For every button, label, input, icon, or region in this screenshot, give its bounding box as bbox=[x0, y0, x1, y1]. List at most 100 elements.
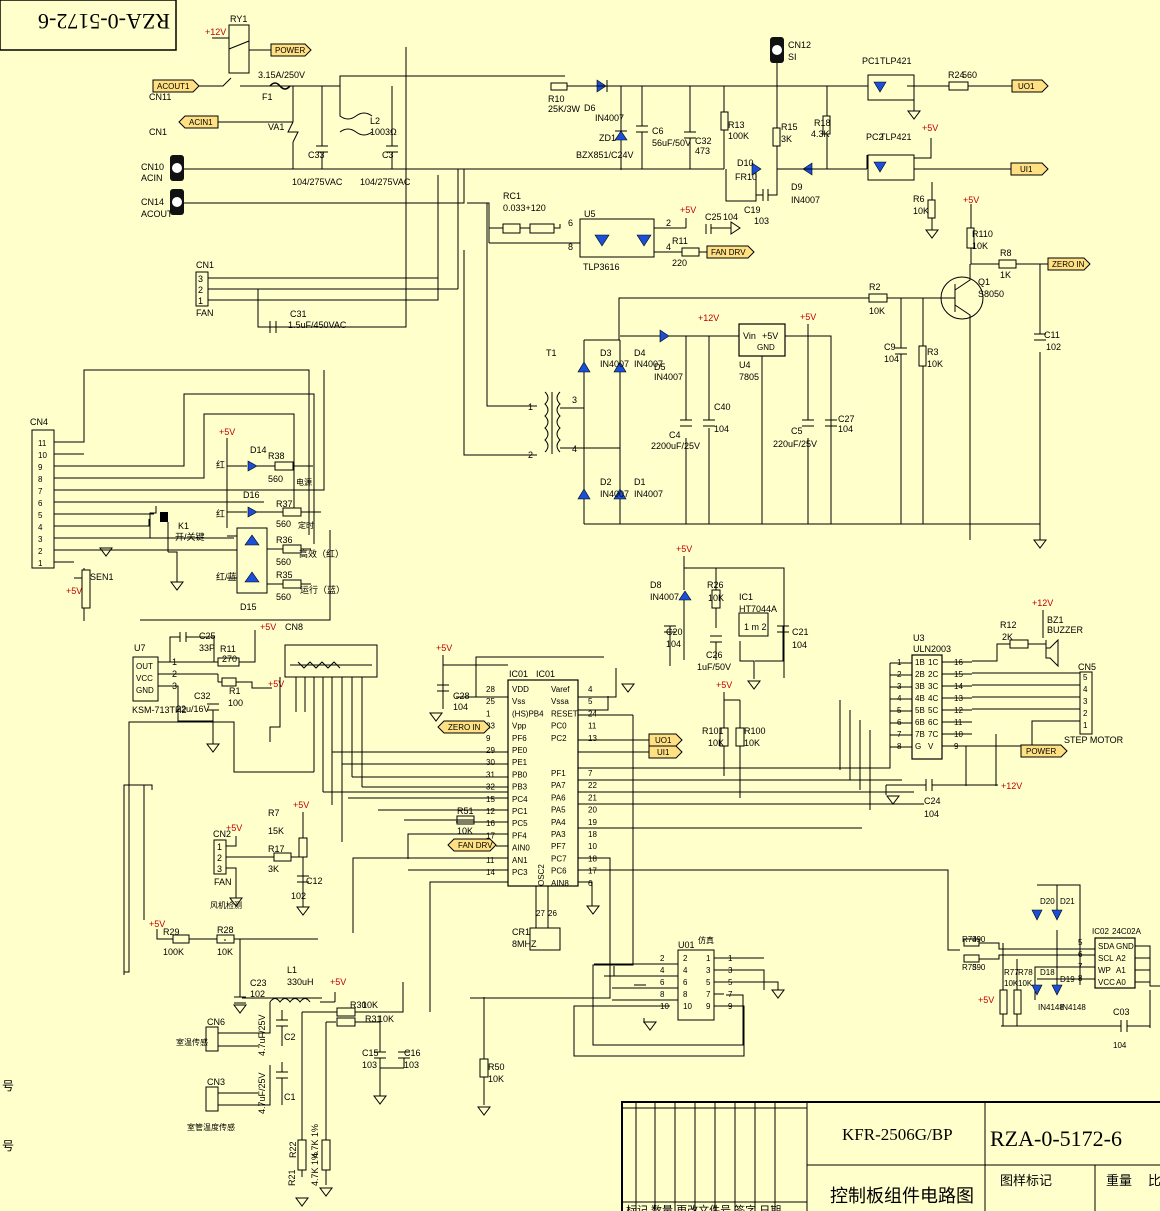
svg-text:C21: C21 bbox=[792, 627, 809, 637]
svg-text:3: 3 bbox=[217, 864, 222, 874]
svg-text:R1: R1 bbox=[229, 686, 241, 696]
uln-in-name: 5B bbox=[915, 706, 925, 715]
svg-text:104: 104 bbox=[792, 640, 807, 650]
svg-text:Q1: Q1 bbox=[978, 277, 990, 287]
cn4-pin: 5 bbox=[38, 511, 43, 520]
svg-text:L1: L1 bbox=[287, 965, 297, 975]
svg-text:3K: 3K bbox=[268, 864, 279, 874]
u01-pin-inner: 9 bbox=[706, 1002, 711, 1011]
svg-text:R12: R12 bbox=[1000, 620, 1017, 630]
svg-text:C9: C9 bbox=[884, 342, 896, 352]
cn5-pin: 5 bbox=[1083, 673, 1088, 682]
svg-text:100K: 100K bbox=[728, 131, 749, 141]
svg-text:POWER: POWER bbox=[1026, 747, 1056, 756]
cn4-pin: 3 bbox=[38, 535, 43, 544]
svg-text:R21: R21 bbox=[287, 1169, 297, 1186]
mcu-pin-number: 12 bbox=[486, 807, 495, 816]
mcu-pin-number: 16 bbox=[486, 819, 495, 828]
mcu-pin-number: 1 bbox=[486, 709, 491, 718]
svg-text:4: 4 bbox=[666, 242, 671, 252]
doc-number-box bbox=[0, 0, 177, 51]
svg-text:R3: R3 bbox=[927, 347, 939, 357]
svg-text:1003Ω: 1003Ω bbox=[370, 127, 397, 137]
svg-text:CN1: CN1 bbox=[196, 260, 214, 270]
svg-text:定时: 定时 bbox=[298, 520, 314, 530]
svg-text:R51: R51 bbox=[457, 806, 474, 816]
svg-text:VA1: VA1 bbox=[268, 122, 284, 132]
svg-text:C32: C32 bbox=[695, 136, 712, 146]
uln-out-name: 1C bbox=[928, 658, 938, 667]
svg-text:FAN: FAN bbox=[196, 308, 214, 318]
svg-text:ZD1: ZD1 bbox=[599, 133, 616, 143]
svg-text:KFR-2506G/BP: KFR-2506G/BP bbox=[842, 1125, 953, 1144]
svg-text:102: 102 bbox=[1046, 342, 1061, 352]
svg-text:FAN: FAN bbox=[214, 877, 232, 887]
eeprom-pin-name: A2 bbox=[1116, 954, 1126, 963]
mcu-pin-number: 31 bbox=[486, 770, 495, 779]
uln-out-name: 2C bbox=[928, 670, 938, 679]
svg-text:D6: D6 bbox=[584, 103, 596, 113]
svg-text:红: 红 bbox=[216, 459, 225, 470]
svg-text:CN12: CN12 bbox=[788, 40, 811, 50]
svg-text:1uF/50V: 1uF/50V bbox=[697, 662, 731, 672]
svg-text:标记 数量 更改文件号 签字 日期: 标记 数量 更改文件号 签字 日期 bbox=[626, 1203, 781, 1211]
sensor-inputs: +5V CN2 1 2 3 FAN 风机检测 +5V R7 15K R17 3K… bbox=[149, 800, 421, 1207]
svg-text:8MHZ: 8MHZ bbox=[512, 939, 537, 949]
svg-text:2K: 2K bbox=[1002, 632, 1013, 642]
svg-text:开/关键: 开/关键 bbox=[175, 531, 205, 542]
eeprom-pin-name: SCL bbox=[1098, 954, 1114, 963]
svg-text:33P: 33P bbox=[199, 643, 215, 653]
svg-text:UI1: UI1 bbox=[1020, 165, 1033, 174]
mcu-pin-number: 28 bbox=[486, 685, 495, 694]
svg-text:FAN DRV: FAN DRV bbox=[711, 248, 746, 257]
svg-text:KSM-713TH2: KSM-713TH2 bbox=[132, 705, 187, 715]
margin-label-a: 号 bbox=[2, 1079, 14, 1093]
mcu-pin-name: PE0 bbox=[512, 746, 528, 755]
svg-text:560: 560 bbox=[276, 519, 291, 529]
mcu-pin-number: 14 bbox=[486, 868, 495, 877]
svg-text:CN14: CN14 bbox=[141, 197, 164, 207]
svg-text:R29: R29 bbox=[163, 927, 180, 937]
svg-text:56uF/50V: 56uF/50V bbox=[652, 138, 691, 148]
mcu-pin-name: PF6 bbox=[512, 734, 527, 743]
svg-text:103: 103 bbox=[754, 216, 769, 226]
svg-text:10K: 10K bbox=[869, 306, 885, 316]
svg-text:R50: R50 bbox=[488, 1062, 505, 1072]
svg-text:+5V: +5V bbox=[268, 679, 284, 689]
uln-in-name: 6B bbox=[915, 718, 925, 727]
svg-text:D21: D21 bbox=[1060, 897, 1075, 906]
cn4-pin: 4 bbox=[38, 523, 43, 532]
svg-text:C26: C26 bbox=[706, 650, 723, 660]
mcu-pin-number: 11 bbox=[588, 722, 597, 731]
uln-in-name: 1B bbox=[915, 658, 925, 667]
svg-text:4.7uF/25V: 4.7uF/25V bbox=[257, 1072, 267, 1114]
svg-text:3: 3 bbox=[572, 395, 577, 405]
svg-text:IN4007: IN4007 bbox=[634, 489, 663, 499]
cn4-pin: 1 bbox=[38, 559, 43, 568]
mcu-pin-name: PB3 bbox=[512, 783, 528, 792]
svg-text:IN4007: IN4007 bbox=[634, 359, 663, 369]
u01-pin: 8 bbox=[660, 990, 665, 999]
svg-text:TLP3616: TLP3616 bbox=[583, 262, 620, 272]
svg-text:IN4007: IN4007 bbox=[600, 489, 629, 499]
svg-text:ACOUT1: ACOUT1 bbox=[157, 82, 190, 91]
svg-text:R35: R35 bbox=[276, 570, 293, 580]
svg-text:220uF/25V: 220uF/25V bbox=[773, 439, 817, 449]
mcu-pin-number: 17 bbox=[588, 867, 597, 876]
u01-pin-inner: 5 bbox=[706, 978, 711, 987]
svg-text:IC1: IC1 bbox=[739, 592, 753, 602]
svg-text:RZA-0-5172-6: RZA-0-5172-6 bbox=[990, 1126, 1122, 1151]
mcu-pin-number: 9 bbox=[486, 734, 491, 743]
svg-text:红: 红 bbox=[216, 508, 225, 519]
svg-text:U4: U4 bbox=[739, 360, 751, 370]
mcu-pin-name: PC5 bbox=[512, 819, 528, 828]
svg-text:运行（蓝）: 运行（蓝） bbox=[300, 584, 345, 595]
u01-pin-inner: 8 bbox=[683, 990, 688, 999]
svg-text:+5V: +5V bbox=[676, 544, 692, 554]
eeprom-pin-name: WP bbox=[1098, 966, 1111, 975]
svg-text:D19: D19 bbox=[1060, 975, 1075, 984]
svg-text:C15: C15 bbox=[362, 1048, 379, 1058]
mcu-pin-name: PC7 bbox=[551, 854, 567, 863]
svg-text:2: 2 bbox=[198, 285, 203, 295]
